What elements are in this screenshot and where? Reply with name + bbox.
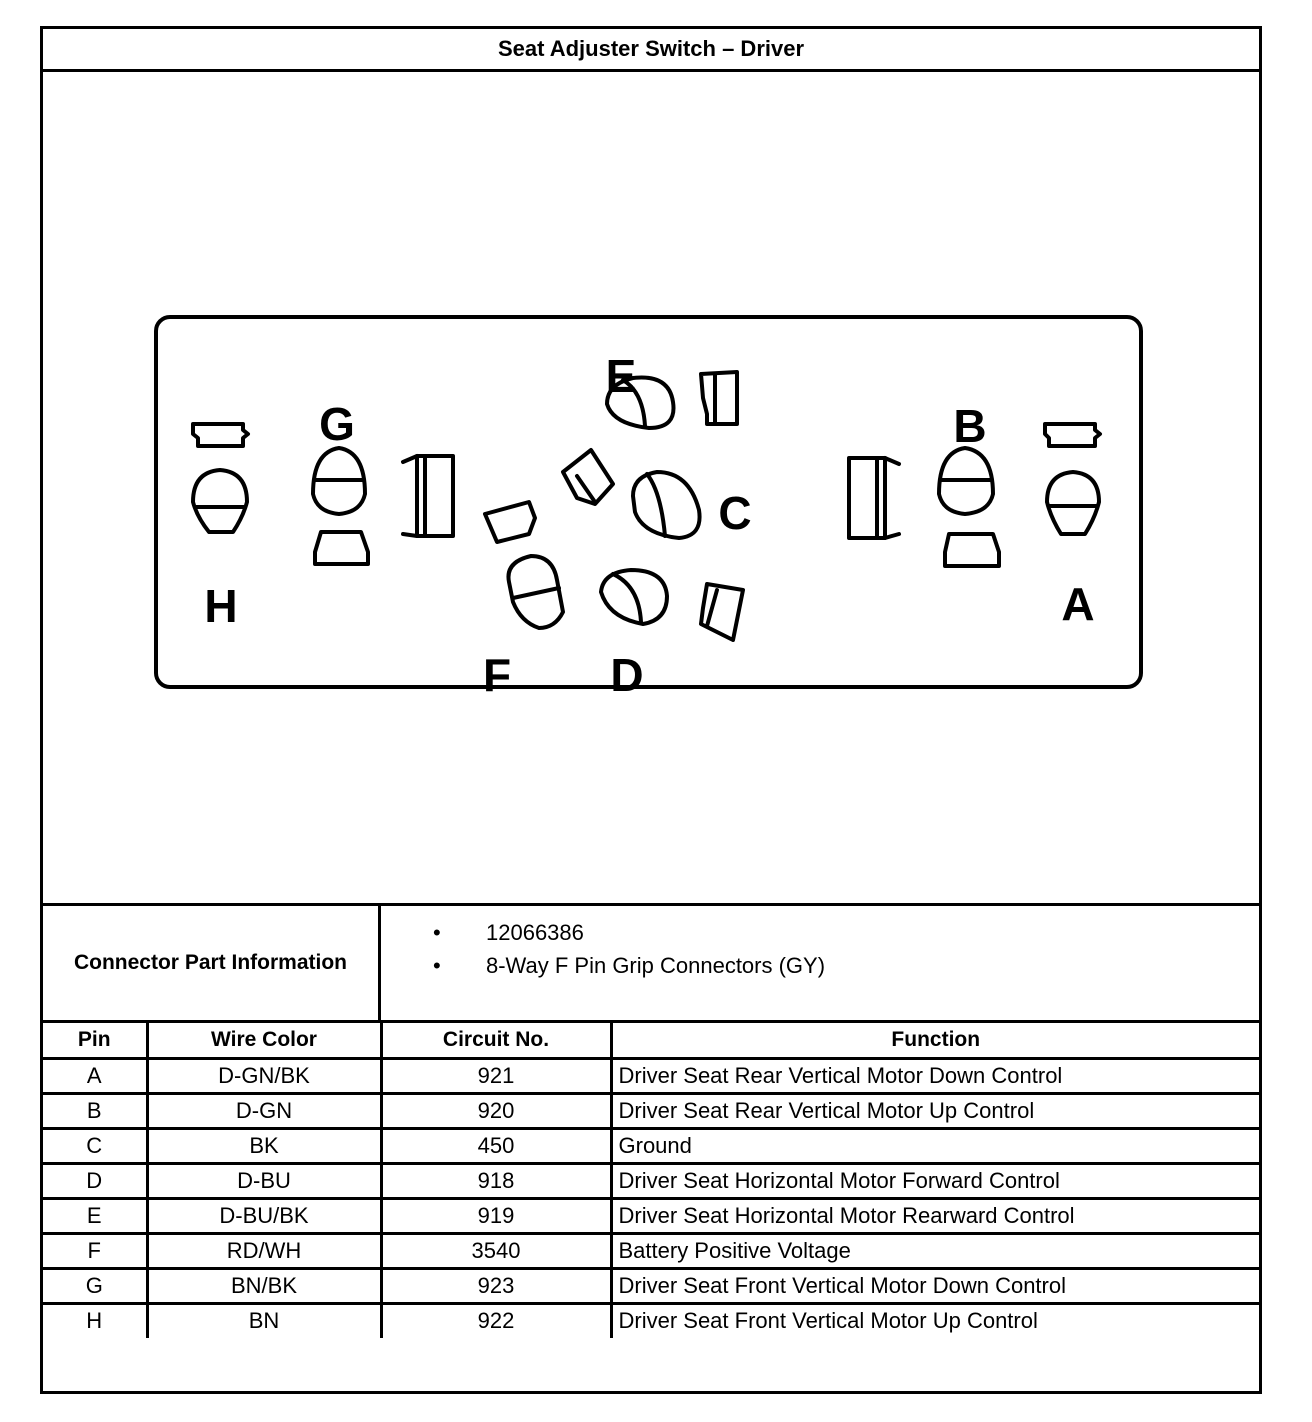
part-info-list: • 12066386 • 8-Way F Pin Grip Connectors… <box>381 916 825 982</box>
table-row: A D-GN/BK 921 Driver Seat Rear Vertical … <box>43 1056 1259 1095</box>
part-info-label: Connector Part Information <box>43 906 381 1020</box>
circuit-cell: 920 <box>379 1091 613 1130</box>
pin-cell: H <box>43 1301 149 1338</box>
pin-table: Pin Wire Color Circuit No. Function A D-… <box>43 1023 1259 1338</box>
wire-color-cell: D-BU/BK <box>145 1196 383 1235</box>
wire-color-cell: BN/BK <box>145 1266 383 1305</box>
pin-label-c: C <box>718 487 751 539</box>
pin-cell: B <box>43 1091 149 1130</box>
pin-label-e: E <box>606 350 637 402</box>
wire-color-cell: D-GN <box>145 1091 383 1130</box>
pin-a-terminal <box>1043 422 1102 536</box>
table-row: C BK 450 Ground <box>43 1126 1259 1165</box>
table-row: D D-BU 918 Driver Seat Horizontal Motor … <box>43 1161 1259 1200</box>
pin-cell: A <box>43 1056 149 1095</box>
table-row: H BN 922 Driver Seat Front Vertical Moto… <box>43 1301 1259 1338</box>
pin-h-terminal <box>191 422 250 534</box>
circuit-cell: 450 <box>379 1126 613 1165</box>
table-row: B D-GN 920 Driver Seat Rear Vertical Mot… <box>43 1091 1259 1130</box>
pin-label-d: D <box>610 649 643 701</box>
connector-frame: Seat Adjuster Switch – Driver <box>40 26 1262 1394</box>
table-row: E D-BU/BK 919 Driver Seat Horizontal Mot… <box>43 1196 1259 1235</box>
pin-d-terminal <box>599 568 745 642</box>
pin-label-a: A <box>1061 578 1094 630</box>
function-cell: Driver Seat Horizontal Motor Forward Con… <box>609 1161 1259 1200</box>
part-info-item: • 8-Way F Pin Grip Connectors (GY) <box>381 949 825 982</box>
table-row: F RD/WH 3540 Battery Positive Voltage <box>43 1231 1259 1270</box>
pin-label-b: B <box>953 400 986 452</box>
pin-cell: D <box>43 1161 149 1200</box>
pin-cell: C <box>43 1126 149 1165</box>
wire-color-cell: D-BU <box>145 1161 383 1200</box>
function-cell: Ground <box>609 1126 1259 1165</box>
wire-color-cell: D-GN/BK <box>145 1056 383 1095</box>
function-cell: Driver Seat Horizontal Motor Rearward Co… <box>609 1196 1259 1235</box>
wire-color-cell: BN <box>145 1301 383 1338</box>
circuit-cell: 3540 <box>379 1231 613 1270</box>
pin-label-h: H <box>204 580 237 632</box>
function-cell: Driver Seat Rear Vertical Motor Down Con… <box>609 1056 1259 1095</box>
function-cell: Driver Seat Rear Vertical Motor Up Contr… <box>609 1091 1259 1130</box>
circuit-cell: 923 <box>379 1266 613 1305</box>
table-row: G BN/BK 923 Driver Seat Front Vertical M… <box>43 1266 1259 1305</box>
circuit-cell: 919 <box>379 1196 613 1235</box>
column-header-wire-color: Wire Color <box>145 1023 383 1060</box>
function-cell: Battery Positive Voltage <box>609 1231 1259 1270</box>
column-header-pin: Pin <box>43 1023 149 1060</box>
connector-face-svg: A B C D E F G H <box>154 315 1143 701</box>
pin-e-terminal <box>605 370 739 430</box>
circuit-cell: 918 <box>379 1161 613 1200</box>
part-info-item: • 12066386 <box>381 916 825 949</box>
column-header-function: Function <box>609 1023 1259 1060</box>
function-cell: Driver Seat Front Vertical Motor Up Cont… <box>609 1301 1259 1338</box>
left-latch-icon <box>401 454 455 538</box>
pin-c-terminal <box>561 448 702 540</box>
page-title: Seat Adjuster Switch – Driver <box>43 29 1259 72</box>
bullet-icon: • <box>433 953 441 978</box>
pin-g-terminal <box>311 446 370 566</box>
right-latch-icon <box>847 456 901 540</box>
part-number: 12066386 <box>486 920 584 945</box>
pin-cell: F <box>43 1231 149 1270</box>
table-header-row: Pin Wire Color Circuit No. Function <box>43 1023 1259 1060</box>
function-cell: Driver Seat Front Vertical Motor Down Co… <box>609 1266 1259 1305</box>
pin-label-g: G <box>319 398 355 450</box>
bullet-icon: • <box>433 920 441 945</box>
pin-cell: E <box>43 1196 149 1235</box>
pin-label-f: F <box>483 649 511 701</box>
column-header-circuit-no: Circuit No. <box>379 1023 613 1060</box>
part-info-section: Connector Part Information • 12066386 • … <box>43 903 1259 1023</box>
wire-color-cell: BK <box>145 1126 383 1165</box>
connector-outline <box>154 315 1143 689</box>
pin-f-terminal <box>483 500 565 630</box>
connector-diagram: A B C D E F G H <box>43 72 1259 903</box>
circuit-cell: 921 <box>379 1056 613 1095</box>
pin-b-terminal <box>937 446 1001 568</box>
pin-cell: G <box>43 1266 149 1305</box>
connector-description: 8-Way F Pin Grip Connectors (GY) <box>486 953 826 978</box>
wire-color-cell: RD/WH <box>145 1231 383 1270</box>
circuit-cell: 922 <box>379 1301 613 1338</box>
